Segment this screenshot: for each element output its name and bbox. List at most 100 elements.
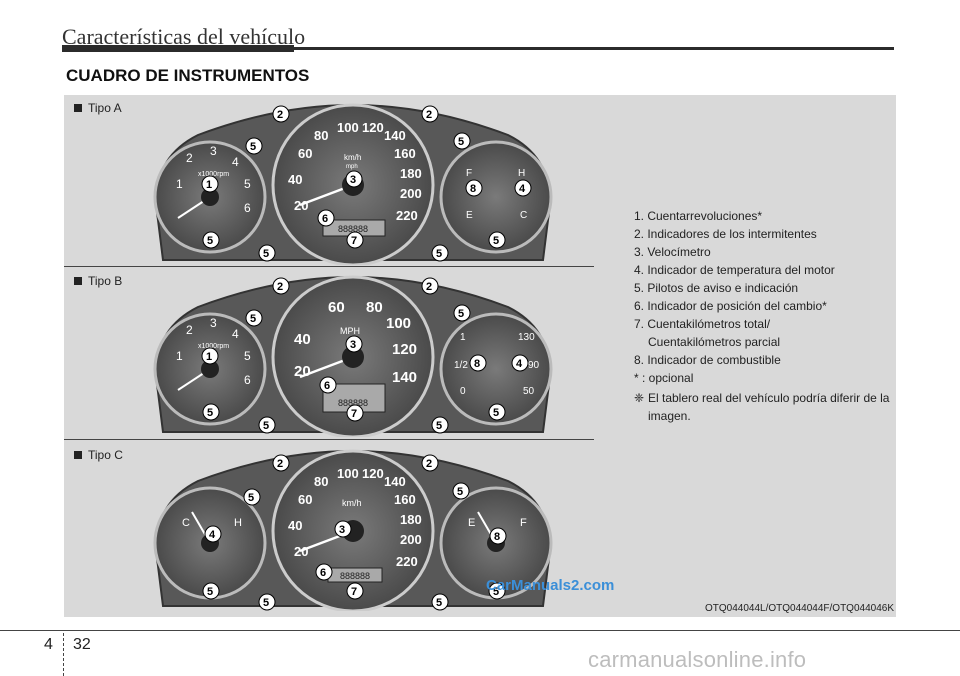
callout-badge: 7 [346, 231, 364, 249]
speed-tick: 140 [384, 128, 406, 143]
speed-tick: 100 [337, 120, 359, 135]
svg-text:5: 5 [263, 420, 269, 432]
speed-tick: 120 [362, 466, 384, 481]
speed-subunit: mph [346, 164, 358, 170]
callout-badge: 7 [346, 404, 364, 422]
instrument-cluster-a: 1 2 3 4 5 6 x1000rpm 20 40 60 80 100 120… [153, 103, 553, 265]
tach-tick: 6 [244, 373, 251, 387]
legend-item: 6. Indicador de posición del cambio* [634, 299, 827, 313]
speed-tick: 60 [298, 492, 312, 507]
callout-badge: 4 [204, 525, 222, 543]
callout-badge: 5 [453, 304, 471, 322]
svg-text:2: 2 [277, 458, 283, 470]
page-separator [63, 633, 64, 676]
callout-badge: 6 [315, 563, 333, 581]
legend-item: 2. Indicadores de los intermitentes [634, 227, 817, 241]
svg-text:8: 8 [494, 531, 500, 543]
tach-tick: 1 [176, 349, 183, 363]
speed-tick: 200 [400, 186, 422, 201]
note-symbol-icon: ❈ [634, 391, 645, 405]
legend-item: 1. Cuentarrevoluciones* [634, 209, 763, 223]
svg-text:3: 3 [350, 174, 356, 186]
callout-badge: 5 [488, 582, 506, 600]
svg-text:4: 4 [516, 358, 523, 370]
callout-badge: 2 [272, 277, 290, 295]
legend-note: ❈ El tablero real del vehículo podría di… [634, 389, 894, 425]
callout-badge: 2 [272, 454, 290, 472]
tach-tick: 1 [176, 177, 183, 191]
svg-text:5: 5 [458, 308, 464, 320]
svg-text:5: 5 [493, 235, 499, 247]
svg-text:5: 5 [457, 486, 463, 498]
svg-text:8: 8 [470, 183, 476, 195]
svg-text:5: 5 [436, 248, 442, 260]
figure-code: OTQ044044L/OTQ044044F/OTQ044046K [705, 603, 894, 614]
callout-badge: 2 [421, 454, 439, 472]
tach-tick: 4 [232, 155, 239, 169]
callout-badge: 6 [319, 376, 337, 394]
variant-label-a: Tipo A [74, 101, 122, 115]
bullet-square-icon [74, 277, 82, 285]
svg-text:5: 5 [493, 586, 499, 598]
legend-item: 7. Cuentakilómetros total/ [634, 317, 771, 331]
callout-badge: 1 [201, 347, 219, 365]
tach-tick: 5 [244, 349, 251, 363]
fuel-temp-dial [439, 312, 553, 426]
svg-text:8: 8 [474, 358, 480, 370]
instrument-cluster-b: 1 2 3 4 5 6 x1000rpm 20 40 60 80 100 120… [153, 275, 553, 437]
svg-text:5: 5 [250, 313, 256, 325]
tach-tick: 2 [186, 151, 193, 165]
svg-text:5: 5 [436, 597, 442, 609]
callout-badge: 6 [317, 209, 335, 227]
tach-tick: 3 [210, 316, 217, 330]
speed-tick: 220 [396, 554, 418, 569]
speed-tick: 80 [314, 474, 328, 489]
speed-tick: 100 [386, 315, 411, 332]
tach-tick: 2 [186, 323, 193, 337]
svg-text:3: 3 [339, 524, 345, 536]
svg-text:7: 7 [351, 235, 357, 247]
callout-badge: 5 [431, 416, 449, 434]
callout-badge: 2 [272, 105, 290, 123]
svg-text:6: 6 [324, 380, 330, 392]
callout-badge: 1 [201, 175, 219, 193]
gauge-label: 50 [523, 386, 535, 397]
bullet-square-icon [74, 451, 82, 459]
callout-badge: 8 [469, 354, 487, 372]
tach-unit: x1000rpm [198, 171, 229, 178]
callout-badge: 4 [511, 354, 529, 372]
svg-text:5: 5 [207, 407, 213, 419]
callout-badge: 5 [202, 582, 220, 600]
gauge-label: H [518, 168, 525, 179]
callout-badge: 5 [258, 416, 276, 434]
callout-badge: 8 [489, 527, 507, 545]
callout-badge: 3 [345, 335, 363, 353]
svg-text:5: 5 [436, 420, 442, 432]
speed-tick: 180 [400, 166, 422, 181]
gauge-label: 1 [460, 332, 466, 343]
svg-text:7: 7 [351, 586, 357, 598]
speed-unit: MPH [340, 326, 360, 336]
gauge-label: F [466, 168, 472, 179]
svg-text:2: 2 [426, 109, 432, 121]
gauge-label: 90 [528, 360, 540, 371]
tach-unit: x1000rpm [198, 343, 229, 350]
svg-text:5: 5 [493, 407, 499, 419]
page-number: 32 [73, 636, 91, 653]
callout-badge: 5 [202, 403, 220, 421]
svg-text:2: 2 [277, 281, 283, 293]
legend-item: 4. Indicador de temperatura del motor [634, 263, 835, 277]
legend-item: Cuentakilómetros parcial [648, 335, 781, 349]
svg-text:5: 5 [263, 597, 269, 609]
svg-text:4: 4 [209, 529, 216, 541]
svg-text:5: 5 [207, 586, 213, 598]
speed-tick: 40 [288, 172, 302, 187]
speed-tick: 100 [337, 466, 359, 481]
callout-numbers: 2 2 5 5 4 3 8 6 7 5 5 5 5 [202, 454, 507, 611]
speed-tick: 160 [394, 146, 416, 161]
legend-item: * : opcional [634, 371, 694, 385]
speed-tick: 120 [362, 120, 384, 135]
gauge-label: C [520, 210, 527, 221]
svg-text:5: 5 [250, 141, 256, 153]
svg-text:1: 1 [206, 179, 212, 191]
